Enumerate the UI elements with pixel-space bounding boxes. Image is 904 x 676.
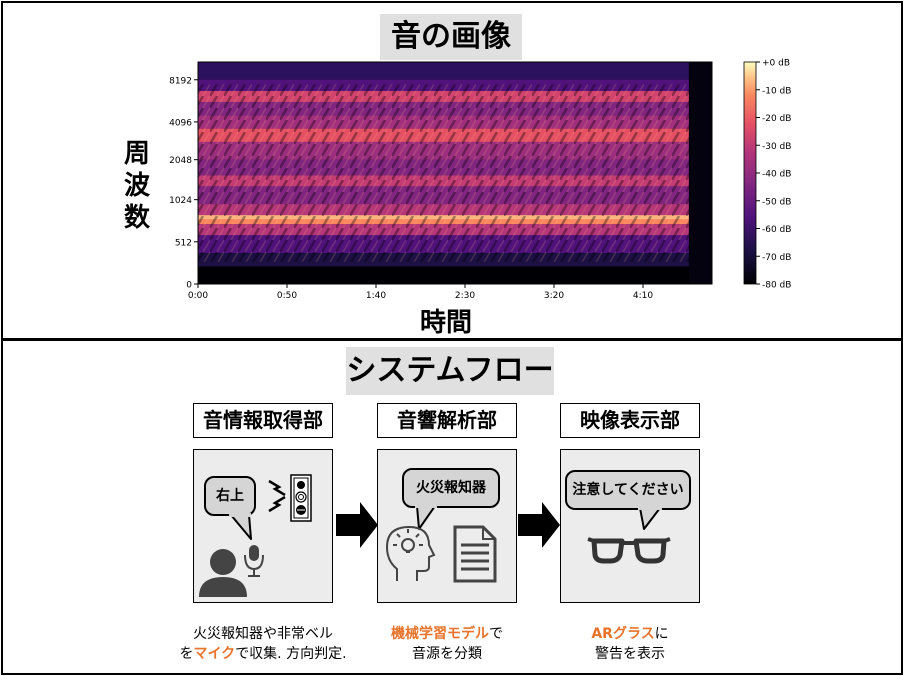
bubble-tail-cover [638,506,662,510]
caption-highlight-ml: 機械学習モデル [391,626,489,642]
bubble-tail-cover [415,504,437,508]
stage-display-title: 映像表示部 [560,403,700,438]
x-tick-label: 1:40 [366,291,386,301]
spectrogram-title: 音の画像 [380,14,522,60]
heatmap-silence [688,62,712,284]
flow-arrow-2 [518,502,560,548]
heatmap-texture [198,84,712,262]
y-tick-label: 2048 [169,156,192,166]
caption-display-line2: 警告を表示 [595,646,665,662]
y-tick-label: 512 [175,238,192,248]
caption-analysis-line2: 音源を分類 [412,646,482,662]
colorbar-tick-label: -50 dB [762,197,791,207]
x-tick-label: 3:20 [544,291,564,301]
y-tick-label: 8192 [169,76,192,86]
colorbar-tick-label: -60 dB [762,225,791,235]
colorbar-tick-label: -80 dB [762,281,791,291]
bubble-tail [416,505,436,530]
ar-glasses-icon [587,537,671,564]
x-tick-label: 4:10 [633,291,653,301]
display-icons [587,506,671,564]
bubble-tail-cover [229,513,251,517]
caption-text: で収集. 方向判定. [235,646,347,662]
caption-display: ARグラスに 警告を表示 [550,624,710,664]
caption-text: を [179,646,194,662]
colorbar-tick-label: +0 dB [762,59,790,69]
caption-display-line1: ARグラスに [550,624,710,644]
person-icon [199,549,247,597]
stage-analysis-title: 音響解析部 [377,403,517,438]
bubble-tail [230,514,252,540]
caption-text: で [489,626,503,642]
analysis-icons [385,504,497,583]
fire-alarm-icon [290,474,312,522]
flow-arrow-1 [336,502,378,548]
microphone-icon [244,545,264,577]
colorbar-tick-label: -20 dB [762,114,791,124]
colorbar-tick-label: -40 dB [762,170,791,180]
colorbar-tick-label: -10 dB [762,86,791,96]
x-tick-label: 2:30 [455,291,475,301]
bubble-tail [639,507,661,530]
spectrogram-chart: 0 512 1024 2048 4096 8192 0:00 0:50 1:40 2:30 3:20… [169,59,791,302]
caption-acquisition-line2: をマイクで収集. 方向判定. [155,644,371,664]
caption-analysis: 機械学習モデルで 音源を分類 [367,624,527,664]
caption-highlight-mic: マイク [193,646,236,662]
speech-bubble-direction: 右上 [204,476,256,516]
caption-highlight-ar: ARグラス [591,626,655,642]
flow-title: システムフロー [346,347,554,395]
plot-frame [197,61,713,285]
y-tick-label: 4096 [169,118,192,128]
speech-bubble-warning: 注意してください [565,470,691,510]
spectrogram-ylabel: 周波数 [123,139,150,233]
caption-text: に [654,626,669,642]
heatmap-band [198,266,712,284]
speech-bubble-classification: 火災報知器 [402,468,500,508]
stage-acquisition-title: 音情報取得部 [193,403,333,438]
acquisition-icons [199,474,312,597]
caption-analysis-line1: 機械学習モデルで [367,624,527,644]
spectrogram-xlabel: 時間 [420,308,473,338]
caption-acquisition-line1: 火災報知器や非常ベル [193,626,333,642]
x-tick-label: 0:50 [277,291,297,301]
sound-wave-icon [268,479,286,513]
head-lightbulb-icon [385,525,436,581]
heatmap-band [198,62,712,80]
y-tick-label: 0 [186,281,192,291]
x-tick-label: 0:00 [188,291,208,301]
document-icon [453,525,497,583]
colorbar-tick-label: -70 dB [762,253,791,263]
y-tick-label: 1024 [169,196,192,206]
colorbar [743,61,757,285]
colorbar-tick-label: -30 dB [762,142,791,152]
caption-acquisition: 火災報知器や非常ベル をマイクで収集. 方向判定. [155,624,371,664]
